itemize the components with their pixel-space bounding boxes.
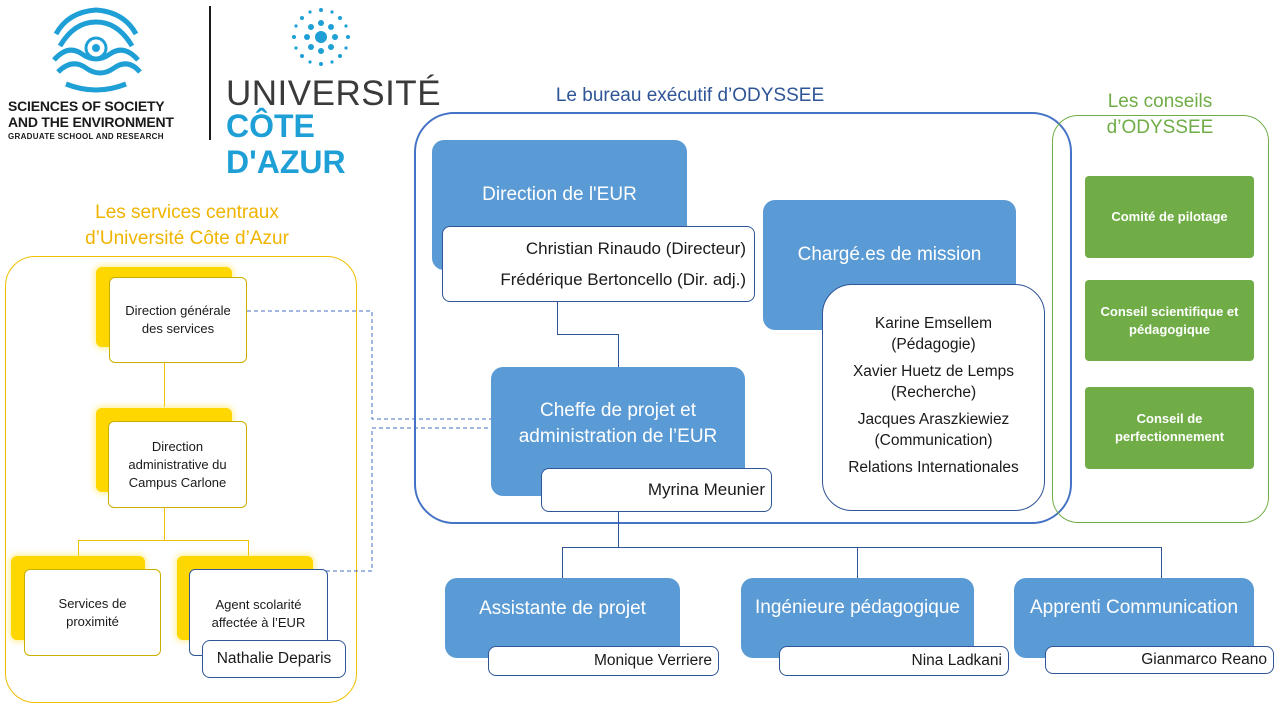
connector-campus-h xyxy=(78,540,248,541)
ingenieure-pedagogique-box: Ingénieure pédagogique xyxy=(741,578,974,658)
campus-label: Direction administrative du Campus Carlo… xyxy=(128,438,227,490)
ingenieure-pedagogique-label: Ingénieure pédagogique xyxy=(755,597,960,618)
sse-title-line2: AND THE ENVIRONMENT xyxy=(8,114,174,130)
bureau-title: Le bureau exécutif d’ODYSSEE xyxy=(555,85,825,106)
cheffe-projet-person: Myrina Meunier xyxy=(647,480,765,499)
assistante-projet-label: Assistante de projet xyxy=(479,598,646,619)
mission-recherche: Xavier Huetz de Lemps (Recherche) xyxy=(852,363,1015,401)
dgs-label: Direction générale des services xyxy=(125,303,231,336)
apprenti-communication-person: Gianmarco Reano xyxy=(1141,651,1267,668)
direction-eur-people: Christian Rinaudo (Directeur) Frédérique… xyxy=(442,226,755,302)
conseils-frame xyxy=(1052,115,1269,523)
ingenieure-pedagogique-person-card: Nina Ladkani xyxy=(779,646,1009,676)
cheffe-projet-person-card: Myrina Meunier xyxy=(541,468,772,512)
proximite-label: Services de proximité xyxy=(58,595,127,629)
agent-person-card: Nathalie Deparis xyxy=(202,640,346,678)
assistante-projet-box: Assistante de projet xyxy=(445,578,680,658)
sse-title-line1: SCIENCES OF SOCIETY xyxy=(8,98,165,114)
conseils-title: Les conseils d’ODYSSEE xyxy=(1106,91,1214,138)
mission-communication: Jacques Araszkiewiez (Communication) xyxy=(857,411,1010,449)
charges-mission-people: Karine Emsellem (Pédagogie) Xavier Huetz… xyxy=(822,284,1045,511)
connector-proximite xyxy=(78,540,79,556)
logo-divider xyxy=(209,6,211,140)
ingenieure-pedagogique-person: Nina Ladkani xyxy=(911,652,1002,669)
uca-dots-icon xyxy=(292,8,350,66)
connector-dgs-campus xyxy=(164,362,165,407)
uca-title-line2: CÔTE D'AZUR xyxy=(226,108,346,180)
comite-pilotage-box: Comité de pilotage xyxy=(1085,176,1254,258)
connector-staff-1 xyxy=(562,547,563,579)
conseil-perfectionnement-box: Conseil de perfectionnement xyxy=(1085,387,1254,469)
direction-eur-label: Direction de l'EUR xyxy=(482,184,637,205)
agent-label: Agent scolarité affectée à l’EUR xyxy=(211,597,306,630)
director-name: Christian Rinaudo (Directeur) xyxy=(525,239,746,258)
mission-relations-internationales: Relations Internationales xyxy=(848,459,1019,476)
assistante-projet-person-card: Monique Verriere xyxy=(488,646,719,676)
assistante-projet-person: Monique Verriere xyxy=(593,652,712,669)
sse-logo: SCIENCES OF SOCIETY AND THE ENVIRONMENT … xyxy=(8,4,208,144)
mission-pedagogie: Karine Emsellem (Pédagogie) xyxy=(874,315,993,353)
connector-staff-2 xyxy=(857,547,858,579)
connector-staff-h xyxy=(562,547,1162,548)
charges-mission-label: Chargé.es de mission xyxy=(797,244,982,265)
apprenti-communication-person-card: Gianmarco Reano xyxy=(1045,646,1274,674)
connector-cheffe-top xyxy=(618,334,619,368)
agent-person: Nathalie Deparis xyxy=(216,650,332,667)
dgs-box: Direction générale des services xyxy=(109,277,247,363)
uca-title-line1: UNIVERSITÉ xyxy=(226,74,442,113)
uca-logo: UNIVERSITÉ CÔTE D'AZUR xyxy=(222,0,441,180)
services-title: Les services centraux d’Université Côte … xyxy=(85,202,289,249)
cheffe-projet-label: Cheffe de projet et administration de l’… xyxy=(518,400,718,447)
apprenti-communication-box: Apprenti Communication xyxy=(1014,578,1254,658)
proximite-box: Services de proximité xyxy=(24,569,161,656)
connector-campus-down xyxy=(164,495,165,540)
apprenti-communication-label: Apprenti Communication xyxy=(1029,597,1239,618)
connector-agent xyxy=(248,540,249,556)
connector-staff-3 xyxy=(1161,547,1162,579)
sse-emblem-icon xyxy=(52,7,142,93)
connector-cheffe-staff xyxy=(618,512,619,547)
connector-direction-cheffe xyxy=(557,302,558,334)
sse-subtitle: GRADUATE SCHOOL AND RESEARCH xyxy=(8,132,164,141)
connector-direction-cheffe-h xyxy=(557,334,618,335)
conseil-scientifique-box: Conseil scientifique et pédagogique xyxy=(1085,280,1254,361)
deputy-director-name: Frédérique Bertoncello (Dir. adj.) xyxy=(500,270,746,289)
campus-box: Direction administrative du Campus Carlo… xyxy=(108,421,247,508)
